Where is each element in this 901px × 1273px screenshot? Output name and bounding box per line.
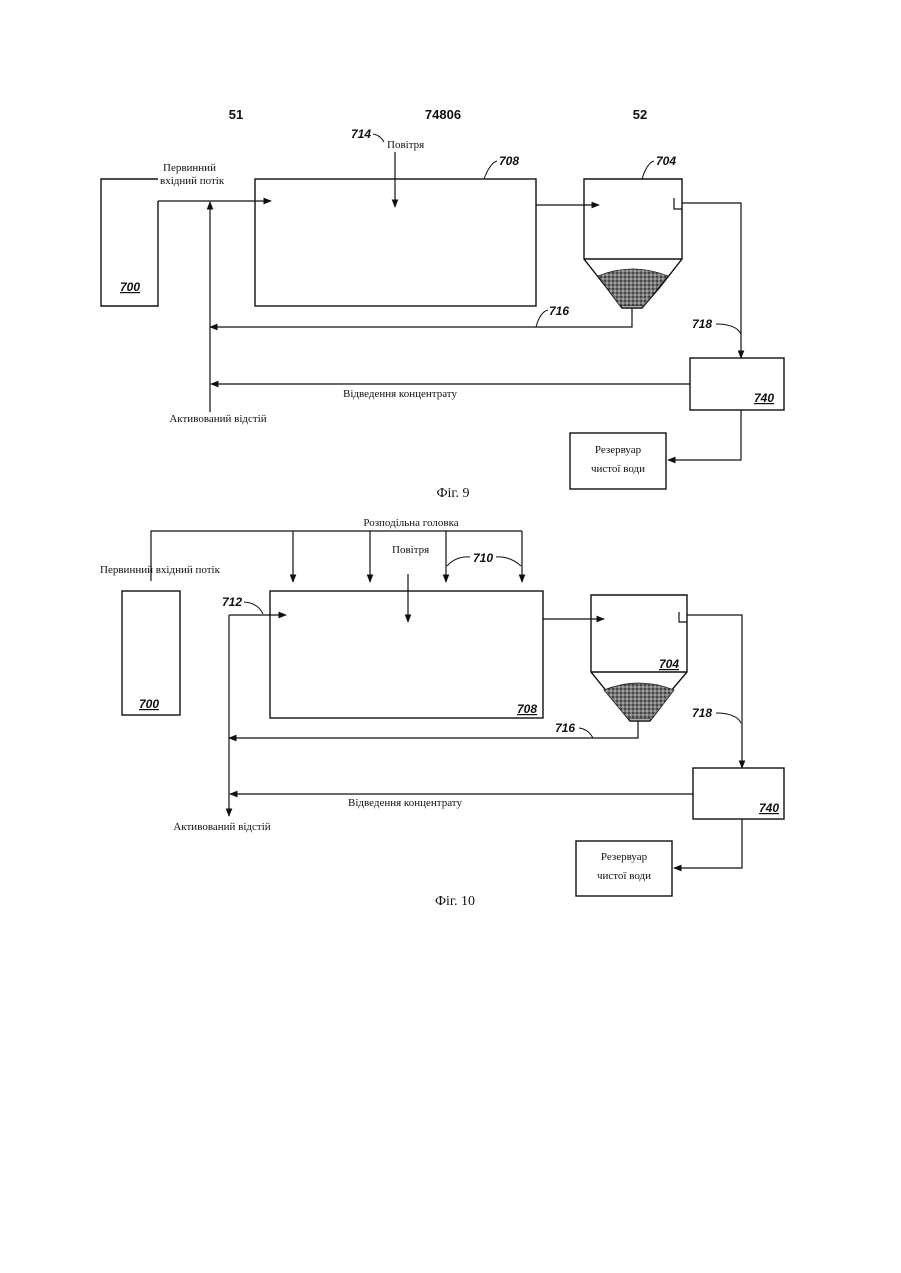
fig10-line-704-to-740: [687, 615, 742, 768]
page-number-right: 52: [633, 107, 647, 122]
fig9-leader-718: [716, 324, 741, 334]
fig10-air-label: Повітря: [392, 544, 429, 556]
fig9-clean-water-reservoir: [570, 433, 666, 489]
figure-9: 700 Первинний вхідний потік 708 714 Пові…: [101, 127, 784, 501]
fig10-distribution-head-label: Розподільна головка: [363, 517, 458, 529]
fig10-caption: Фіг. 10: [435, 894, 475, 909]
fig9-ref-704: 704: [656, 154, 676, 168]
fig9-ref-716: 716: [549, 304, 569, 318]
fig10-clean-water-reservoir: [576, 841, 672, 896]
fig10-ref-710: 710: [473, 551, 493, 565]
page-number-left: 51: [229, 107, 243, 122]
fig9-reservoir-label-2: чистої води: [591, 463, 645, 475]
fig9-leader-714: [373, 134, 384, 142]
fig9-weir: [674, 198, 682, 209]
fig9-ref-718: 718: [692, 317, 712, 331]
fig9-ref-740: 740: [754, 391, 774, 405]
fig9-line-704-to-740: [682, 203, 741, 358]
figure-10: Розподільна головка 710 Повітря Первинни…: [100, 517, 784, 909]
fig10-leader-718: [716, 713, 741, 723]
fig10-ref-712: 712: [222, 595, 242, 609]
fig9-leader-716: [536, 310, 548, 327]
fig10-leader-716: [579, 728, 593, 738]
fig10-aeration-tank-708: [270, 591, 543, 718]
fig9-primary-inflow-label-1: Первинний: [163, 162, 216, 174]
fig10-ref-740: 740: [759, 801, 779, 815]
fig9-ref-708: 708: [499, 154, 519, 168]
fig9-concentrate-label: Відведення концентрату: [343, 388, 457, 400]
fig10-concentrate-label: Відведення концентрату: [348, 797, 462, 809]
fig9-ref-714: 714: [351, 127, 371, 141]
fig10-reservoir-label-2: чистої води: [597, 870, 651, 882]
fig9-primary-inflow-label-2: вхідний потік: [160, 175, 225, 187]
fig9-leader-704: [642, 161, 654, 179]
fig9-activated-sludge-label: Активований відстій: [169, 413, 266, 425]
fig10-ref-700: 700: [139, 697, 159, 711]
fig10-weir: [679, 612, 687, 622]
fig10-ref-718: 718: [692, 706, 712, 720]
fig10-line-740-to-reservoir: [674, 819, 742, 868]
fig9-caption: Фіг. 9: [436, 486, 469, 501]
fig10-ref-704: 704: [659, 657, 679, 671]
fig10-leader-712: [244, 602, 263, 614]
fig10-return-sludge-line: [229, 721, 638, 738]
fig10-ref-716: 716: [555, 721, 575, 735]
fig10-ref-708: 708: [517, 702, 537, 716]
fig10-primary-inflow-label: Первинний вхідний потік: [100, 564, 221, 576]
fig9-line-740-to-reservoir: [668, 410, 741, 460]
fig10-settled-sludge: [604, 683, 674, 719]
fig9-reservoir-label-1: Резервуар: [595, 444, 642, 456]
fig9-ref-700: 700: [120, 280, 140, 294]
fig9-leader-708: [484, 161, 497, 179]
patent-number: 74806: [425, 107, 461, 122]
fig9-settled-sludge: [598, 269, 668, 306]
fig10-activated-sludge-label: Активований відстій: [173, 821, 270, 833]
fig10-leader-710-right: [496, 557, 521, 566]
fig10-reservoir-label-1: Резервуар: [601, 851, 648, 863]
fig9-air-label: Повітря: [387, 139, 424, 151]
fig10-leader-710-left: [447, 557, 470, 566]
